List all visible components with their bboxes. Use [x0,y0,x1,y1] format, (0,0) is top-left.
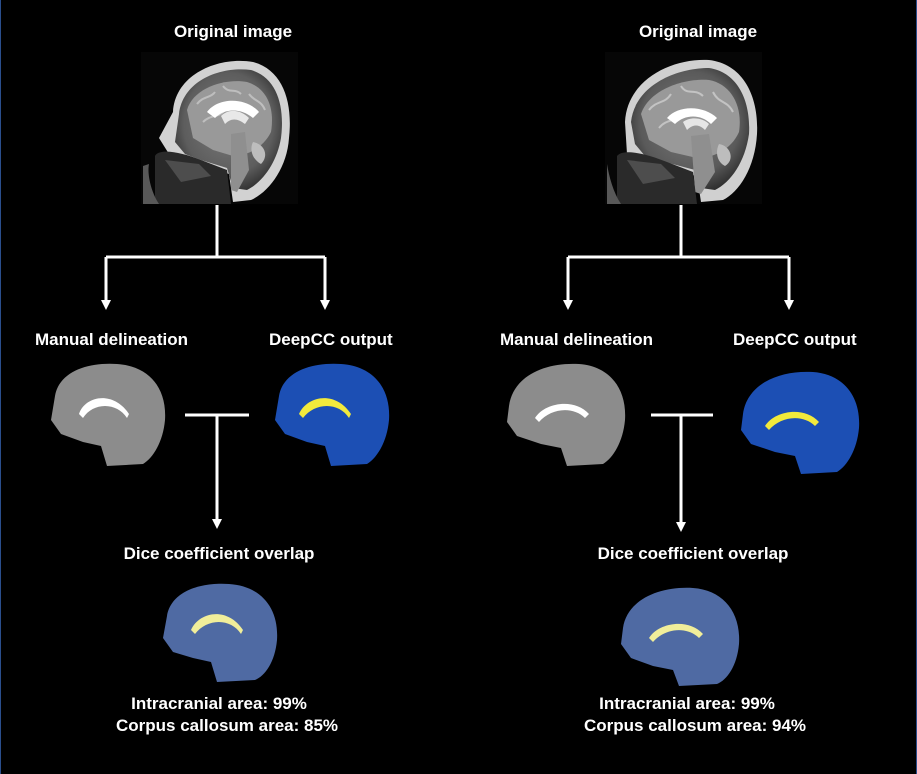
left-deepcc-output-mask [275,363,390,466]
right-intracranial-area: Intracranial area: 99% [599,694,775,713]
left-dice-overlap-mask [163,583,278,682]
left-intracranial-area: Intracranial area: 99% [131,694,307,713]
left-dice-label: Dice coefficient overlap [123,544,315,563]
left-deepcc-label: DeepCC output [269,330,393,349]
right-flow-arrows [563,205,794,532]
right-corpus-callosum-area: Corpus callosum area: 94% [583,716,807,735]
right-manual-delineation-mask [507,363,626,466]
left-flow-arrows [101,205,330,529]
left-original-mri-image [141,52,298,204]
right-dice-overlap-mask [621,587,740,686]
left-manual-label: Manual delineation [35,330,189,349]
right-original-label: Original image [638,22,758,41]
left-manual-delineation-mask [51,363,166,466]
right-deepcc-label: DeepCC output [733,330,857,349]
right-deepcc-output-mask [741,371,860,474]
right-manual-label: Manual delineation [500,330,654,349]
left-corpus-callosum-area: Corpus callosum area: 85% [115,716,339,735]
right-original-mri-image [605,52,762,204]
right-dice-label: Dice coefficient overlap [597,544,789,563]
left-original-label: Original image [173,22,293,41]
